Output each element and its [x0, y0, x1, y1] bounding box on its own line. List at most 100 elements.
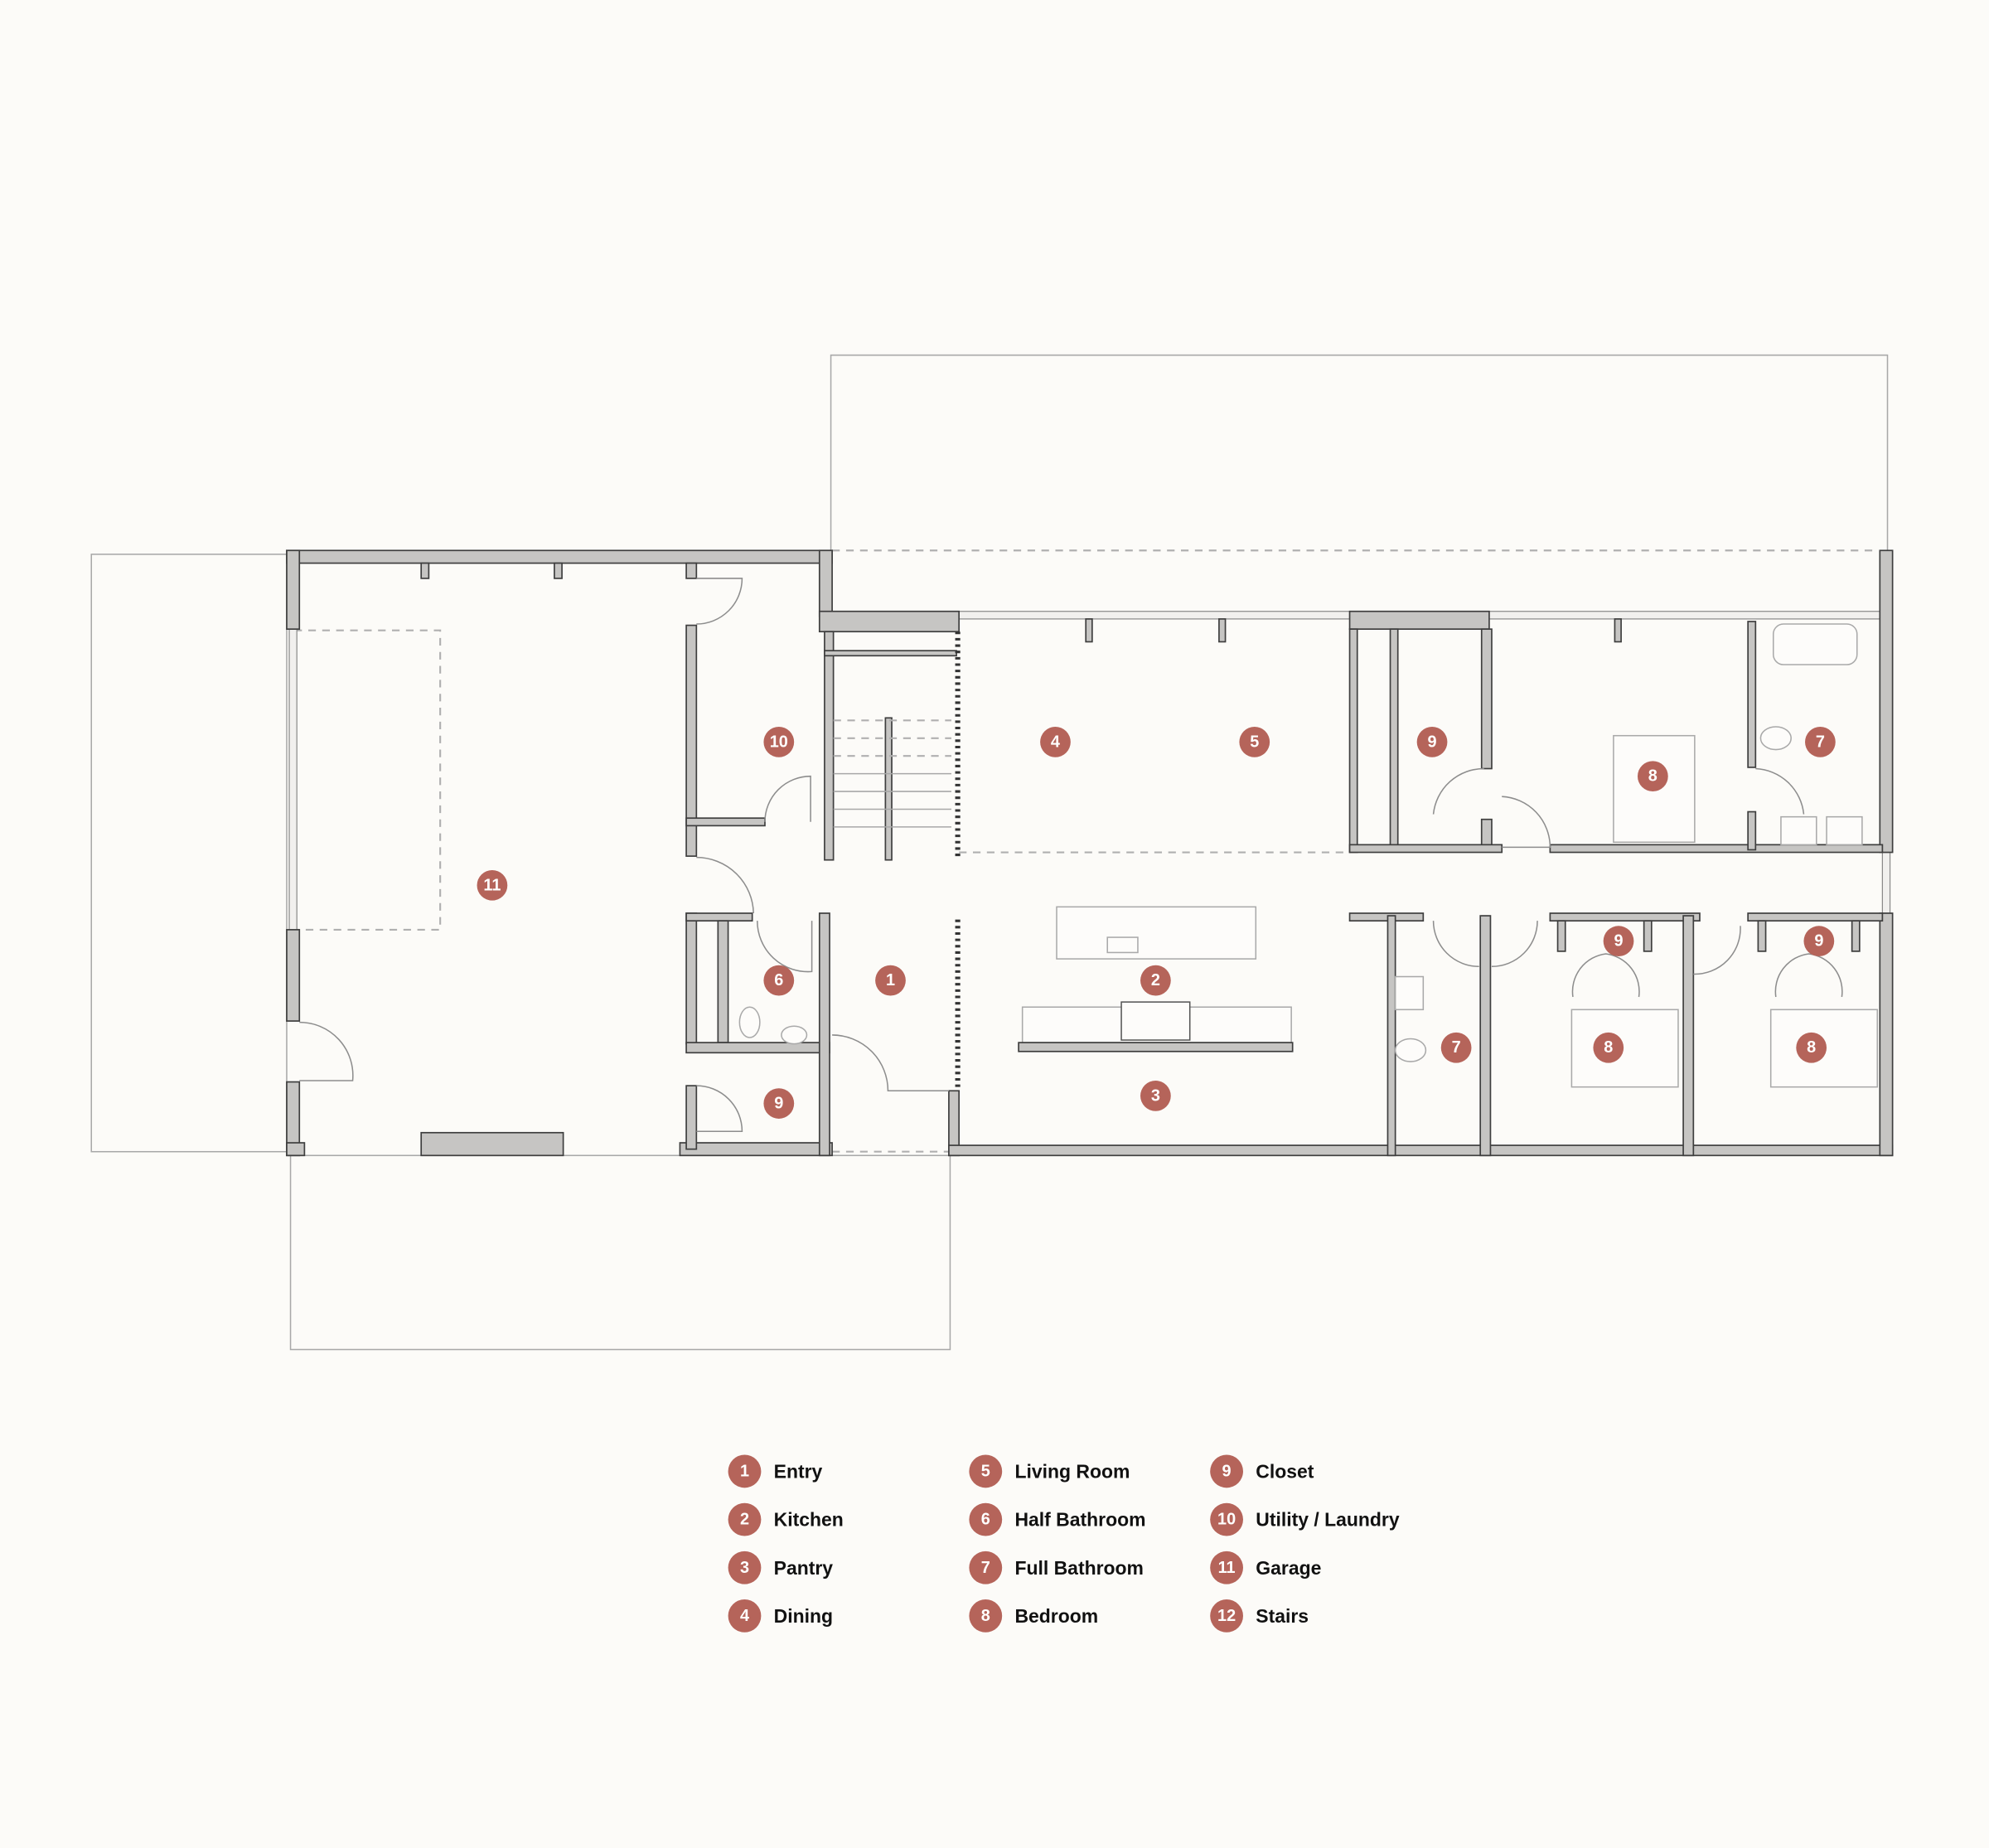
wall: [1348, 610, 1490, 630]
svg-text:7: 7: [1816, 733, 1825, 751]
wall: [685, 1085, 698, 1150]
svg-text:4: 4: [1051, 733, 1060, 751]
svg-text:11: 11: [1218, 1559, 1236, 1577]
wall: [1614, 618, 1622, 643]
room-marker: 10: [763, 727, 795, 757]
svg-text:11: 11: [483, 876, 501, 894]
legend-label: Garage: [1256, 1557, 1321, 1579]
pantry-wall: [1018, 1042, 1294, 1052]
svg-text:5: 5: [1250, 733, 1259, 751]
legend-label: Living Room: [1014, 1460, 1130, 1482]
walls: [286, 549, 1894, 1157]
svg-text:8: 8: [1604, 1038, 1613, 1057]
wall: [1879, 912, 1894, 1157]
legend-marker: 11: [1210, 1550, 1243, 1584]
wall: [1386, 915, 1396, 1157]
svg-text:2: 2: [1151, 971, 1160, 989]
wall: [1389, 628, 1399, 846]
legend-label: Stairs: [1256, 1605, 1309, 1627]
room-marker: 8: [1637, 761, 1668, 792]
legend-label: Bedroom: [1014, 1605, 1098, 1627]
room-marker: 6: [763, 965, 795, 996]
legend-marker: 7: [969, 1550, 1003, 1584]
wall: [1549, 912, 1701, 922]
window: [1881, 851, 1891, 914]
bathtub: [1772, 623, 1858, 665]
room-marker: 9: [1603, 926, 1634, 957]
door-swing: [1502, 796, 1551, 849]
svg-text:3: 3: [740, 1559, 749, 1577]
svg-text:7: 7: [1452, 1038, 1461, 1057]
legend-marker: 3: [728, 1550, 762, 1584]
wall: [685, 912, 698, 1045]
svg-text:1: 1: [886, 971, 895, 989]
legend-marker: 9: [1210, 1454, 1243, 1488]
svg-text:9: 9: [1614, 932, 1623, 951]
legend-label: Dining: [774, 1605, 833, 1627]
room-marker: 5: [1239, 727, 1270, 757]
svg-text:10: 10: [1217, 1511, 1236, 1529]
legend-marker: 8: [969, 1599, 1003, 1633]
door-swing: [1571, 953, 1640, 998]
window: [1488, 611, 1880, 620]
svg-text:9: 9: [774, 1095, 783, 1113]
legend-label: Kitchen: [774, 1509, 844, 1531]
legend: 1 Entry 2 Kitchen 3 Pantry 4 Dining 5 Living Room…: [728, 1454, 1400, 1633]
door-swing: [299, 1021, 354, 1081]
room-marker: 2: [1140, 965, 1171, 996]
stairs: [833, 631, 961, 1091]
door-swing: [696, 578, 743, 625]
window: [288, 628, 298, 931]
legend-label: Entry: [774, 1460, 823, 1482]
svg-text:6: 6: [981, 1511, 990, 1529]
wall: [685, 912, 753, 922]
wall: [685, 817, 766, 827]
toilet: [1759, 726, 1792, 751]
door-swing: [757, 921, 813, 973]
wall: [717, 920, 729, 1043]
svg-text:5: 5: [981, 1462, 990, 1480]
svg-text:9: 9: [1814, 932, 1823, 951]
wall: [1348, 844, 1503, 854]
bed: [1570, 1009, 1679, 1088]
room-marker: 8: [1593, 1032, 1624, 1063]
door-swing: [696, 856, 754, 914]
wall: [286, 1142, 306, 1157]
wall: [685, 1042, 830, 1054]
legend-label: Pantry: [774, 1557, 834, 1579]
legend-marker: 12: [1210, 1599, 1243, 1633]
wall: [1480, 628, 1493, 770]
wall: [1747, 912, 1884, 922]
window: [958, 611, 1351, 620]
wall: [1682, 915, 1695, 1157]
vanity-sink: [1826, 815, 1863, 846]
door-swing: [764, 775, 811, 822]
door-swing: [832, 1034, 949, 1092]
svg-text:1: 1: [740, 1462, 749, 1480]
svg-text:8: 8: [981, 1607, 990, 1625]
svg-text:8: 8: [1807, 1038, 1816, 1057]
room-marker: 3: [1140, 1081, 1171, 1111]
wall: [818, 610, 960, 633]
wall: [1643, 920, 1653, 952]
wall: [1348, 628, 1358, 854]
room-marker: 11: [477, 869, 508, 901]
door-swing: [1432, 921, 1479, 968]
legend-label: Full Bathroom: [1014, 1557, 1143, 1579]
legend-label: Closet: [1256, 1460, 1314, 1482]
door-swing: [1491, 921, 1538, 968]
svg-text:4: 4: [740, 1607, 749, 1625]
wall: [1747, 810, 1757, 851]
svg-text:7: 7: [981, 1559, 990, 1577]
door-swing: [696, 1085, 743, 1133]
wall: [1549, 844, 1884, 854]
door-swing: [1693, 926, 1741, 975]
wall: [420, 562, 430, 579]
legend-marker: 2: [728, 1502, 762, 1536]
door-swings: [299, 578, 1843, 1133]
sink: [781, 1025, 808, 1045]
wall: [286, 549, 301, 630]
room-marker: 7: [1440, 1032, 1472, 1063]
room-marker: 4: [1040, 727, 1071, 757]
